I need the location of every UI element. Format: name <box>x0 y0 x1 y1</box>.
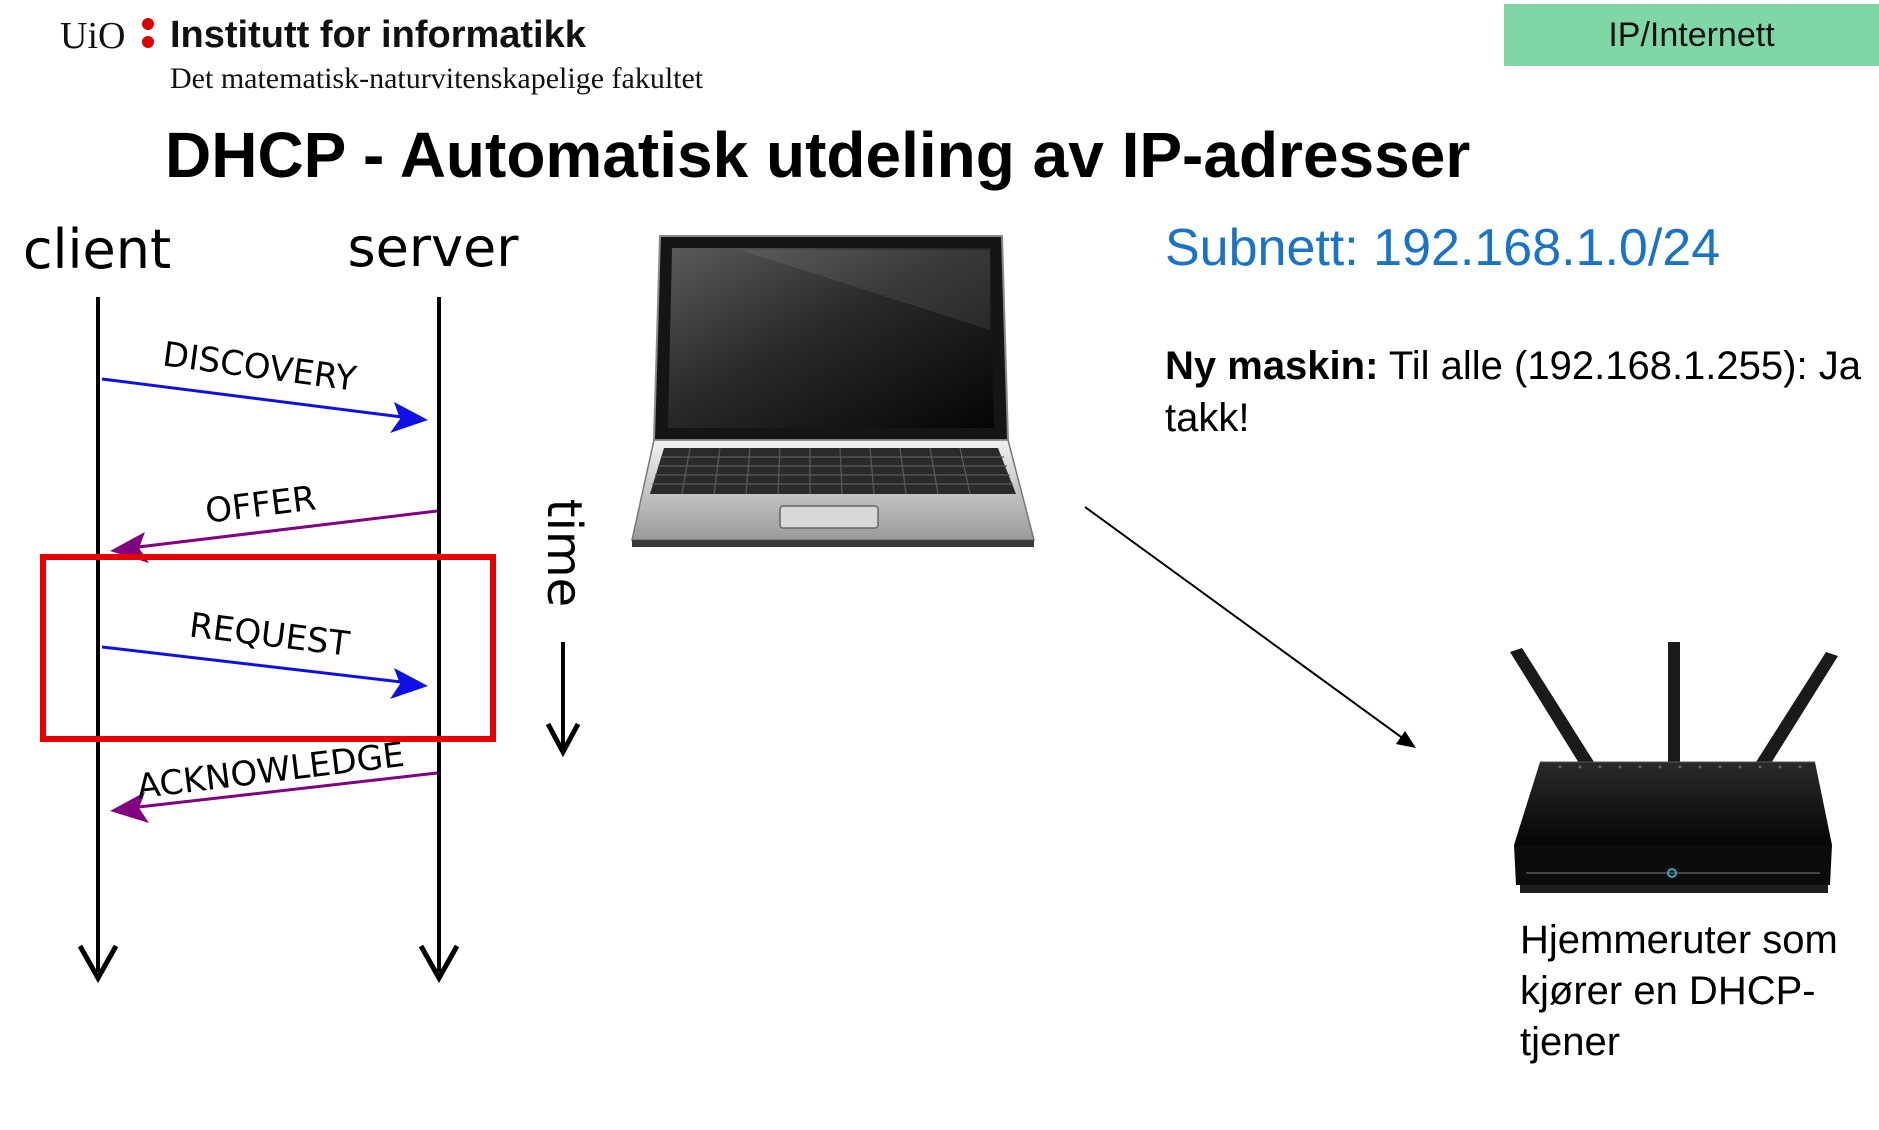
offer-label: OFFER <box>203 478 318 531</box>
connection-arrow <box>1084 506 1416 748</box>
router-icon <box>1510 642 1838 893</box>
router-caption: Hjemmeruter som kjører en DHCP-tjener <box>1520 918 1838 1064</box>
client-label: client <box>23 218 171 281</box>
new-machine-text: Ny maskin: Til alle (192.168.1.255): Ja … <box>1165 340 1875 444</box>
server-lifeline <box>418 297 460 984</box>
slide-title: DHCP - Automatisk utdeling av IP-adresse… <box>165 119 1471 191</box>
request-label: REQUEST <box>187 605 351 664</box>
subnet-label: Subnett: 192.168.1.0/24 <box>1165 219 1721 277</box>
uio-logo: UiO <box>60 15 126 57</box>
new-machine-message: Til alle (192.168.1.255): Ja takk! <box>1165 344 1861 440</box>
new-machine-label: Ny maskin: <box>1165 344 1379 388</box>
request-highlight-box <box>40 554 496 742</box>
discovery-message: DISCOVERY <box>101 335 428 433</box>
time-label: time <box>536 499 592 607</box>
topic-badge: IP/Internett <box>1504 4 1879 66</box>
offer-message: OFFER <box>110 478 438 563</box>
institute-name: Institutt for informatikk <box>170 14 586 56</box>
acknowledge-label: ACKNOWLEDGE <box>135 735 407 807</box>
time-arrow <box>545 642 581 758</box>
acknowledge-message: ACKNOWLEDGE <box>110 735 438 823</box>
uio-logo-dots <box>142 18 156 54</box>
laptop-icon <box>631 235 1035 547</box>
client-lifeline <box>77 297 119 984</box>
request-message: REQUEST <box>101 605 428 699</box>
faculty-name: Det matematisk-naturvitenskapelige fakul… <box>170 62 704 95</box>
server-label: server <box>348 216 520 279</box>
